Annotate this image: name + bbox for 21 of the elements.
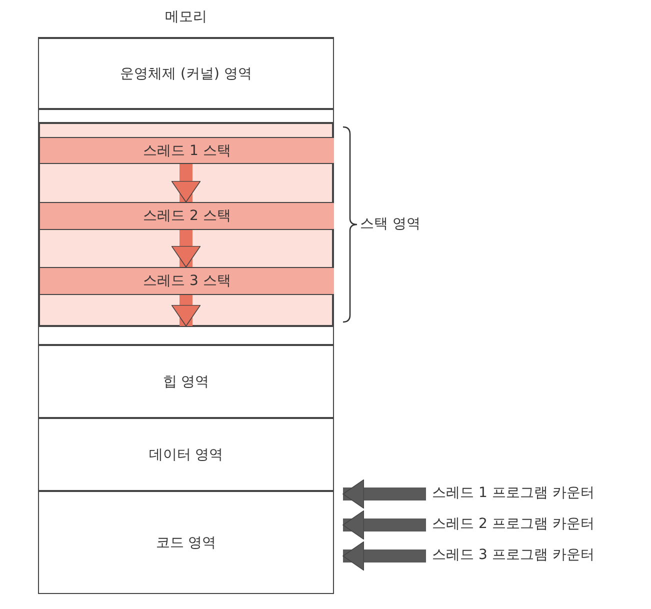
arrow	[342, 510, 426, 540]
counter-label: 스레드 3 프로그램 카운터	[432, 546, 632, 566]
counter-label: 스레드 1 프로그램 카운터	[432, 484, 632, 504]
stack-region	[39, 123, 333, 326]
memory-region: 힙 영역	[39, 345, 333, 418]
gap-band	[39, 326, 333, 345]
memory-region: 코드 영역	[39, 491, 333, 594]
thread-stack-band: 스레드 2 스택	[40, 202, 334, 230]
thread-stack-band: 스레드 1 스택	[40, 137, 334, 164]
memory-region: 운영체제 (커널) 영역	[39, 38, 333, 109]
region-label: 스택 영역	[360, 214, 420, 232]
counter-label: 스레드 2 프로그램 카운터	[432, 515, 632, 535]
arrow	[171, 164, 201, 202]
memory-region: 데이터 영역	[39, 418, 333, 491]
thread-stack-band: 스레드 3 스택	[40, 267, 334, 295]
gap-band	[39, 109, 333, 123]
arrow	[171, 230, 201, 268]
arrow	[342, 479, 426, 509]
arrow	[342, 541, 426, 571]
diagram-heading: 메모리	[164, 8, 208, 26]
arrow	[171, 295, 201, 326]
